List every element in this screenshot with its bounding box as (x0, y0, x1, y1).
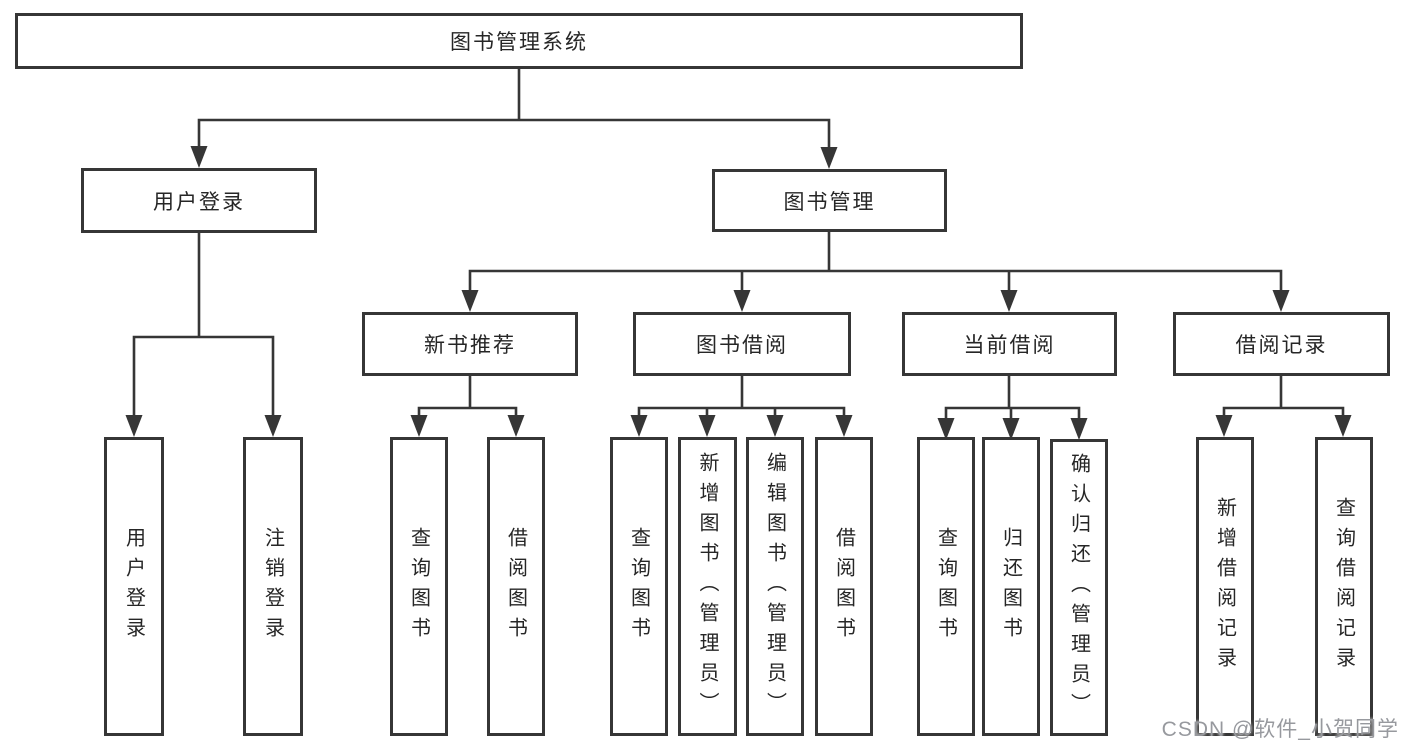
leaf-edit-books-admin: 编辑图书（管理员） (746, 437, 804, 736)
node-borrowing-records: 借阅记录 (1173, 312, 1390, 376)
csdn-watermark: CSDN @软件_小贺同学 (1161, 718, 1399, 741)
leaf-user-login: 用户登录 (104, 437, 164, 736)
node-book-management: 图书管理 (712, 169, 947, 232)
leaf-add-books-admin: 新增图书（管理员） (678, 437, 737, 736)
leaf-add-borrow-record: 新增借阅记录 (1196, 437, 1254, 736)
leaf-recommend-query-books: 查询图书 (390, 437, 448, 736)
leaf-confirm-return-admin: 确认归还（管理员） (1050, 439, 1108, 736)
node-user-login: 用户登录 (81, 168, 317, 233)
leaf-logout: 注销登录 (243, 437, 303, 736)
leaf-borrowing-query-books: 查询图书 (610, 437, 668, 736)
leaf-borrowing-borrow-books: 借阅图书 (815, 437, 873, 736)
node-new-book-recommend: 新书推荐 (362, 312, 578, 376)
node-library-management-system: 图书管理系统 (15, 13, 1023, 69)
node-current-borrowing: 当前借阅 (902, 312, 1117, 376)
leaf-current-query-books: 查询图书 (917, 437, 975, 736)
leaf-recommend-borrow-books: 借阅图书 (487, 437, 545, 736)
leaf-query-borrow-record: 查询借阅记录 (1315, 437, 1373, 736)
node-book-borrowing: 图书借阅 (633, 312, 851, 376)
leaf-return-books: 归还图书 (982, 437, 1040, 736)
